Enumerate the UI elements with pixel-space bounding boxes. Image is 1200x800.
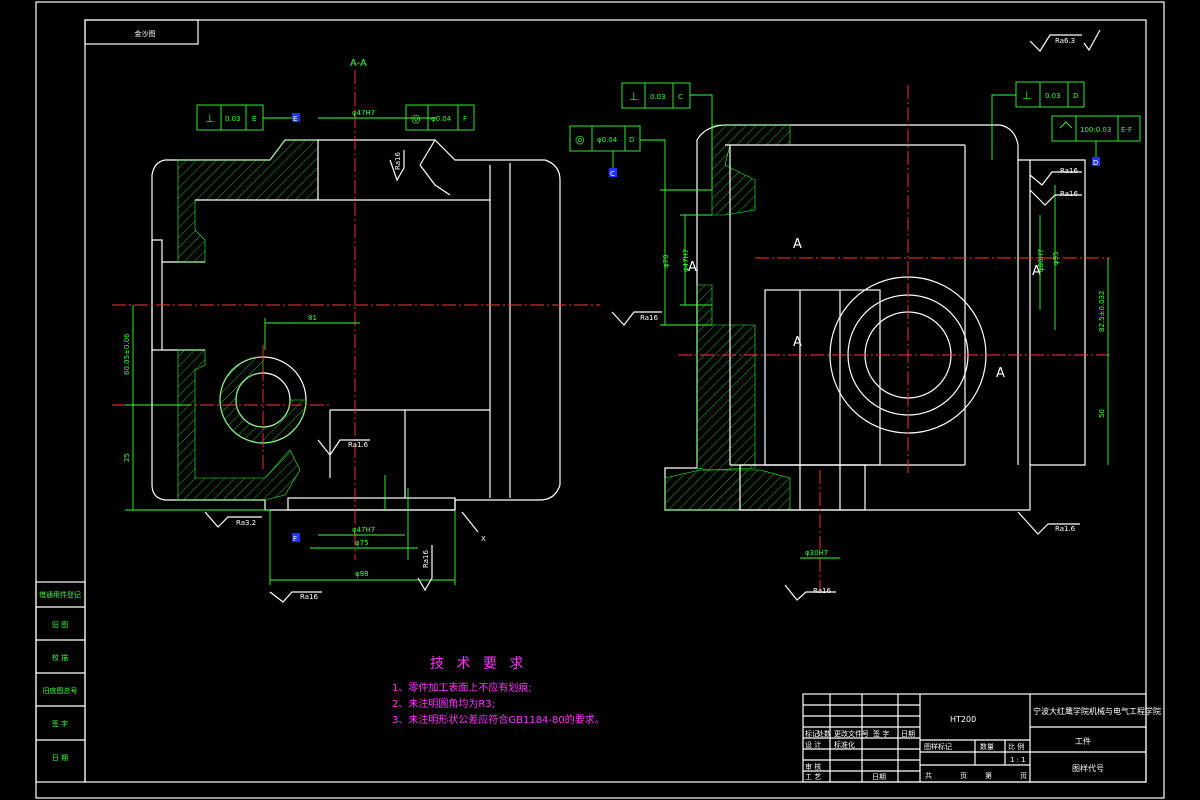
svg-text:Ra16: Ra16 <box>1060 190 1078 198</box>
strip-cell-3: 校 描 <box>52 653 68 662</box>
svg-text:A: A <box>793 237 802 252</box>
svg-text:φ95: φ95 <box>1052 251 1060 265</box>
svg-text:C: C <box>678 93 683 101</box>
svg-text:标准化: 标准化 <box>834 740 855 749</box>
roughness-symbol-top-right: Ra6.3 <box>1029 29 1101 52</box>
svg-text:第: 第 <box>985 771 992 780</box>
svg-text:A: A <box>996 366 1005 381</box>
strip-cell-5: 签 字 <box>52 719 68 728</box>
strip-cell-6: 日 期 <box>52 754 68 762</box>
outer-frame <box>35 1 1165 799</box>
svg-text:E: E <box>252 115 256 123</box>
school-name: 宁波大红鹰学院机械与电气工程学院 <box>1033 706 1161 716</box>
svg-text:共: 共 <box>925 771 932 780</box>
section-label: A-A <box>350 58 367 69</box>
svg-text:1 : 1: 1 : 1 <box>1010 756 1026 764</box>
svg-text:81: 81 <box>308 314 317 322</box>
svg-text:Ra6.3: Ra6.3 <box>1055 37 1075 45</box>
strip-cell-4: 旧底图总号 <box>43 686 78 695</box>
svg-text:φ30H7: φ30H7 <box>805 549 828 557</box>
requirement-3: 3、未注明形状公差应符合GB1184-80的要求。 <box>392 713 605 726</box>
svg-text:日期: 日期 <box>872 773 886 781</box>
svg-text:E: E <box>293 115 297 123</box>
svg-text:页: 页 <box>1020 772 1027 780</box>
svg-text:φ0.04: φ0.04 <box>597 136 618 144</box>
svg-text:Ra16: Ra16 <box>300 593 318 601</box>
svg-text:处数: 处数 <box>817 729 831 738</box>
svg-text:审 核: 审 核 <box>805 762 821 771</box>
svg-text:日期: 日期 <box>901 730 915 738</box>
svg-text:⊥: ⊥ <box>629 90 639 103</box>
svg-text:φ80H7: φ80H7 <box>1037 249 1045 272</box>
svg-text:60.05±0.06: 60.05±0.06 <box>123 333 131 375</box>
svg-text:A: A <box>688 260 697 275</box>
requirements-heading: 技 术 要 求 <box>430 656 527 672</box>
svg-text:图样标记: 图样标记 <box>924 742 952 751</box>
svg-text:C: C <box>610 170 615 178</box>
svg-text:φ70: φ70 <box>662 254 670 268</box>
svg-text:F: F <box>463 115 467 123</box>
strip-cell-1: 借通用件登记 <box>39 590 81 599</box>
svg-text:签 字: 签 字 <box>873 729 889 738</box>
svg-text:0.03: 0.03 <box>650 93 666 101</box>
svg-text:100:0.03: 100:0.03 <box>1080 126 1111 134</box>
svg-text:φ47H7: φ47H7 <box>682 249 690 272</box>
svg-text:25: 25 <box>123 453 131 462</box>
svg-text:A: A <box>1032 264 1041 279</box>
top-left-box-text: 金沙图 <box>135 29 156 38</box>
svg-text:D: D <box>1073 92 1078 100</box>
svg-text:◎: ◎ <box>575 133 585 146</box>
svg-text:比 例: 比 例 <box>1008 742 1024 751</box>
drawing-name: 工件 <box>1075 736 1091 746</box>
svg-text:Ra3.2: Ra3.2 <box>236 519 256 527</box>
right-view: A A A A A φ70 φ47H7 φ80H7 φ95 82.5±0.032… <box>569 81 1141 601</box>
svg-text:0.03: 0.03 <box>1045 92 1061 100</box>
drawing-number: 图样代号 <box>1072 763 1104 773</box>
svg-text:◎: ◎ <box>411 112 421 125</box>
svg-text:Ra16: Ra16 <box>422 550 430 568</box>
svg-text:φ0.04: φ0.04 <box>431 115 452 123</box>
svg-text:Ra16: Ra16 <box>1060 167 1078 175</box>
svg-text:设 计: 设 计 <box>805 740 821 749</box>
svg-text:⊥: ⊥ <box>205 112 215 125</box>
svg-text:F: F <box>293 535 297 543</box>
requirement-2: 2、未注明圆角均为R3; <box>392 697 495 710</box>
svg-text:φ47H7: φ47H7 <box>352 109 375 117</box>
svg-text:更改文件号: 更改文件号 <box>834 729 869 738</box>
top-left-box <box>84 19 199 45</box>
strip-cell-2: 旧 图 <box>52 621 68 629</box>
left-strip: 借通用件登记 旧 图 校 描 旧底图总号 签 字 日 期 <box>35 581 86 783</box>
svg-text:50: 50 <box>1098 409 1106 418</box>
svg-text:φ75: φ75 <box>355 539 369 547</box>
svg-text:工 艺: 工 艺 <box>805 773 821 781</box>
inner-frame <box>84 19 1147 783</box>
svg-text:E-F: E-F <box>1121 126 1132 134</box>
svg-text:82.5±0.032: 82.5±0.032 <box>1098 291 1106 333</box>
svg-text:Ra16: Ra16 <box>640 314 658 322</box>
svg-text:页: 页 <box>960 772 967 780</box>
svg-text:A: A <box>793 335 802 350</box>
svg-text:标记: 标记 <box>805 729 819 738</box>
svg-text:0.03: 0.03 <box>225 115 241 123</box>
svg-text:数量: 数量 <box>980 742 994 751</box>
title-block: HT200 宁波大红鹰学院机械与电气工程学院 工件 图样代号 标记 处数 更改文… <box>802 693 1161 783</box>
svg-text:Ra1.6: Ra1.6 <box>1055 525 1076 533</box>
svg-text:D: D <box>1093 159 1098 167</box>
svg-text:X: X <box>481 535 486 543</box>
svg-text:Ra16: Ra16 <box>394 152 402 170</box>
requirement-1: 1、零件加工表面上不应有划痕; <box>392 681 532 694</box>
svg-text:φ98: φ98 <box>355 570 369 578</box>
svg-text:φ47H7: φ47H7 <box>352 526 375 534</box>
left-view: φ47H7 81 60.05±0.06 25 φ47H7 φ75 φ98 ⊥ 0… <box>112 70 600 603</box>
svg-text:Ra1.6: Ra1.6 <box>348 441 369 449</box>
svg-text:⊥: ⊥ <box>1022 89 1032 102</box>
svg-text:Ra16: Ra16 <box>813 587 831 595</box>
technical-requirements: 技 术 要 求 1、零件加工表面上不应有划痕; 2、未注明圆角均为R3; 3、未… <box>392 656 605 726</box>
svg-text:D: D <box>629 136 634 144</box>
part-material: HT200 <box>950 715 976 724</box>
